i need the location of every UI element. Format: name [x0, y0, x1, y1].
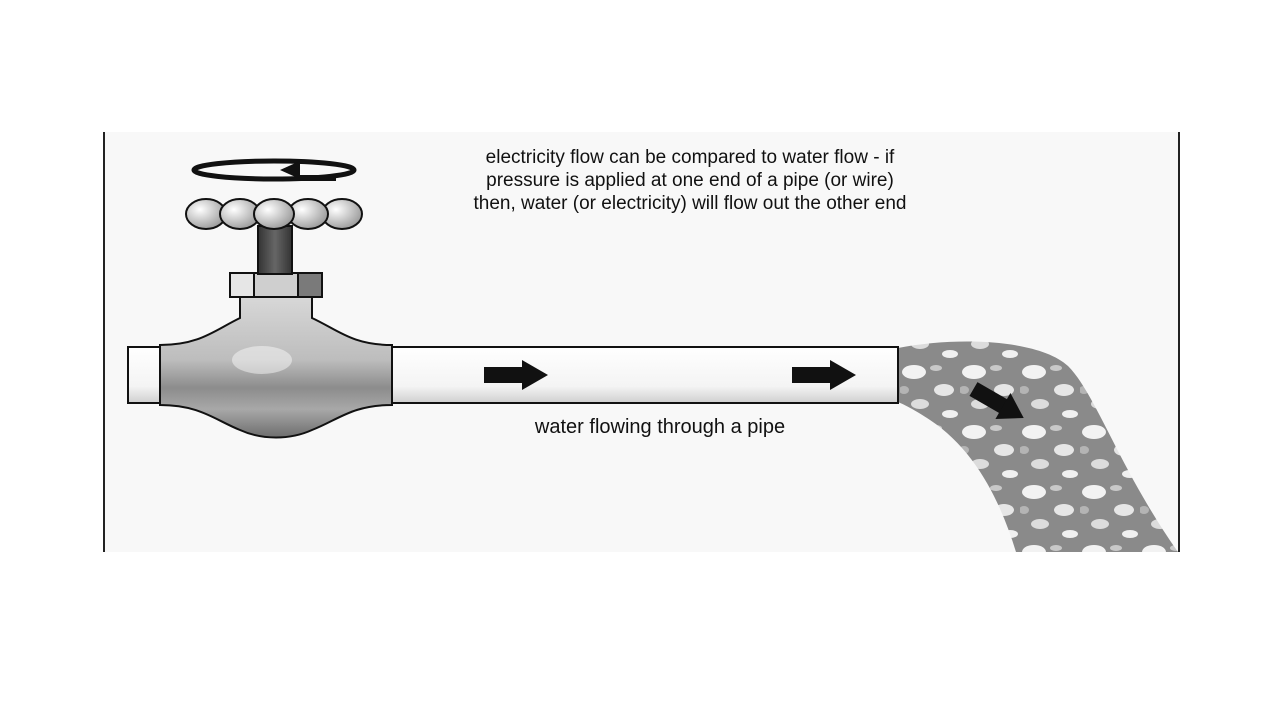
- caption-line: pressure is applied at one end of a pipe…: [486, 170, 894, 191]
- valve-handle: [185, 198, 363, 230]
- handle-knob: [253, 198, 295, 230]
- rotation-arrow-icon: [191, 158, 357, 182]
- caption-line: then, water (or electricity) will flow o…: [473, 193, 907, 214]
- valve-nut-left: [229, 272, 255, 298]
- water-stream: [898, 341, 1178, 552]
- valve-nut-center: [253, 272, 299, 298]
- flow-arrow-icon: [792, 360, 856, 390]
- pipe-label: water flowing through a pipe: [534, 416, 786, 438]
- valve-body: [159, 295, 393, 439]
- valve-highlight: [232, 346, 292, 374]
- flow-arrow-icon: [484, 360, 548, 390]
- valve-stem: [257, 225, 293, 275]
- flow-arrow-icon: [969, 382, 1024, 419]
- caption-line: electricity flow can be compared to wate…: [485, 147, 895, 168]
- valve-nut-right: [297, 272, 323, 298]
